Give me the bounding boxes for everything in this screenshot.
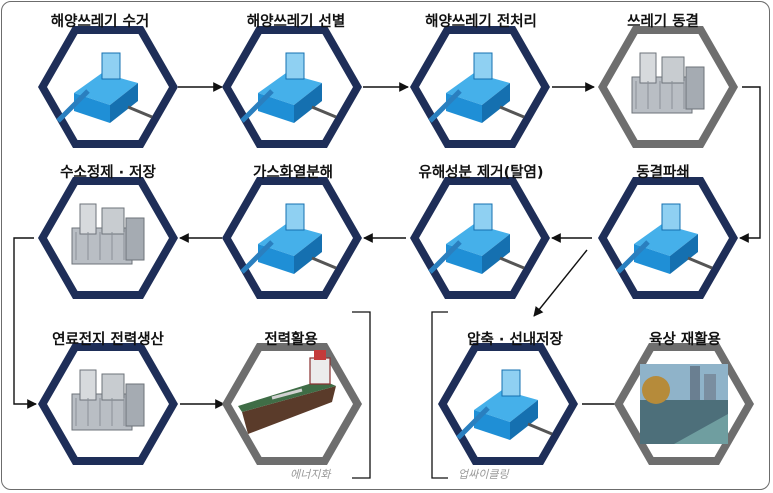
step-11 — [438, 343, 578, 465]
step-1 — [38, 26, 178, 148]
step-12 — [614, 343, 754, 465]
pretreatment-machine-icon — [428, 52, 525, 123]
step-9 — [38, 343, 178, 465]
bracket-upcycling — [431, 311, 448, 479]
step-label-5: 수소정제 · 저장 — [60, 165, 156, 181]
step-5 — [38, 177, 178, 299]
hydrogen-storage-tank-icon — [71, 203, 145, 265]
step-7 — [410, 177, 550, 299]
energy-note: 에너지화 — [290, 468, 331, 481]
freeze-crusher-icon — [616, 203, 713, 274]
land-recycling-photo-icon — [640, 364, 728, 444]
step-label-12: 육상 재활용 — [649, 332, 721, 348]
step-label-9: 연료전지 전력생산 — [52, 332, 164, 348]
step-8 — [598, 177, 738, 299]
compressor-conveyor-icon — [456, 369, 553, 440]
electric-ship-icon — [238, 350, 336, 434]
arrow-crush-to-compress — [533, 249, 588, 317]
upcycling-note: 업싸이클링 — [458, 468, 509, 481]
arrow-hydrogen-to-fuelcell — [13, 237, 37, 409]
step-10 — [222, 343, 362, 465]
gasification-reactor-icon — [240, 203, 337, 274]
step-4 — [598, 26, 738, 148]
flow-arrows — [13, 82, 761, 479]
desalination-unit-icon — [428, 203, 525, 274]
arrow-freeze-to-crush — [739, 86, 761, 243]
bracket-energy — [352, 311, 371, 479]
freezing-plant-icon — [631, 52, 705, 114]
step-6 — [222, 177, 362, 299]
step-label-4: 쓰레기 동결 — [627, 14, 699, 30]
step-label-10: 전력활용 — [264, 332, 318, 348]
step-label-3: 해양쓰레기 전처리 — [425, 14, 537, 30]
conveyor-collection-machine-icon — [56, 52, 153, 123]
step-label-1: 해양쓰레기 수거 — [50, 14, 150, 30]
step-3 — [410, 26, 550, 148]
step-label-6: 가스화열분해 — [252, 165, 334, 181]
step-label-11: 압축 · 선내저장 — [467, 332, 563, 348]
fuel-cell-stack-icon — [71, 369, 145, 431]
sorting-conveyor-icon — [240, 52, 337, 123]
step-label-7: 유해성분 제거(탈염) — [418, 165, 544, 181]
step-label-8: 동결파쇄 — [636, 165, 690, 181]
step-label-2: 해양쓰레기 선별 — [246, 14, 346, 30]
step-2 — [222, 26, 362, 148]
